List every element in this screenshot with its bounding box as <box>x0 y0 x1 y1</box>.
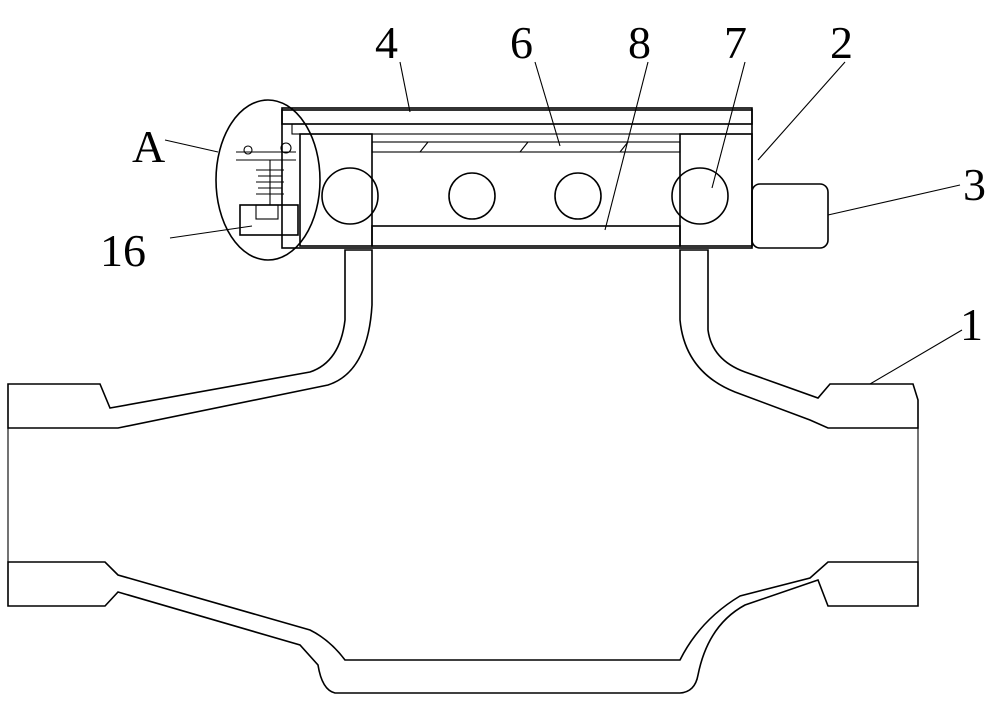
housing-assembly <box>281 107 829 249</box>
leader-7 <box>711 61 746 189</box>
pipe-wall-upper-right <box>679 249 919 429</box>
left-side-block <box>299 133 373 247</box>
glass-hatch-1 <box>419 141 429 153</box>
leader-lines <box>164 61 963 385</box>
glass-hatch-2 <box>519 141 529 153</box>
label-1: 1 <box>960 299 983 350</box>
roller-right <box>671 167 729 225</box>
label-3: 3 <box>963 159 986 210</box>
glass-plate <box>371 141 681 153</box>
leader-16 <box>169 225 253 239</box>
pivot-left-icon <box>243 145 253 155</box>
leader-2 <box>757 61 846 161</box>
label-16: 16 <box>100 225 146 276</box>
housing-frame <box>281 109 753 249</box>
label-4: 4 <box>375 17 398 68</box>
label-6: 6 <box>510 17 533 68</box>
roller-mid-right <box>554 172 602 220</box>
label-8: 8 <box>628 17 651 68</box>
right-side-block <box>679 133 753 247</box>
leader-1 <box>869 329 963 385</box>
piston-inner <box>255 204 279 220</box>
leader-A <box>164 139 219 153</box>
pivot-right-icon <box>280 142 292 154</box>
label-2: 2 <box>830 17 853 68</box>
leader-3 <box>827 184 961 216</box>
bottom-strip <box>371 225 681 247</box>
leader-6 <box>534 61 561 147</box>
leader-4 <box>399 61 411 113</box>
leader-8 <box>604 61 649 231</box>
label-A: A <box>132 121 165 172</box>
pipe-wall-lower <box>7 561 919 694</box>
detail-a-circle <box>215 99 321 261</box>
label-7: 7 <box>724 17 747 68</box>
top-cover-inner <box>291 123 753 135</box>
pipe-wall-upper-left <box>7 249 373 429</box>
side-box <box>751 183 829 249</box>
pipe-body <box>7 249 919 694</box>
detail-a <box>215 99 321 261</box>
roller-mid-left <box>448 172 496 220</box>
roller-left <box>321 167 379 225</box>
piston-block <box>239 204 299 236</box>
labels: 4 6 8 7 2 3 A 16 1 <box>100 17 986 350</box>
